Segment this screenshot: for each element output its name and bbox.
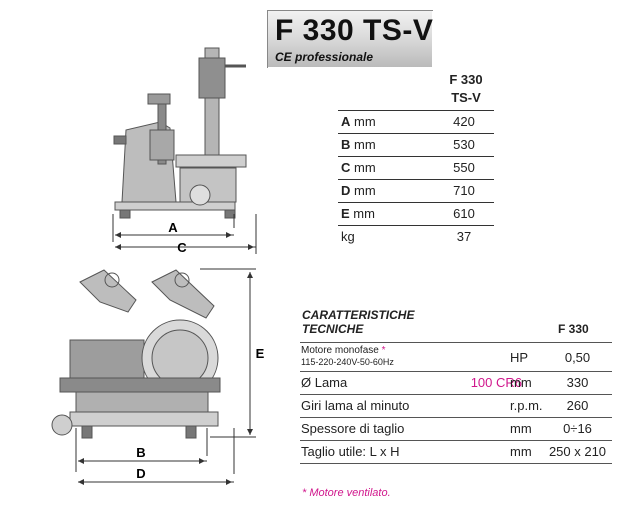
dimension-label-e: E [256, 346, 265, 361]
spec-label: Taglio utile: L x H [301, 444, 400, 459]
side-view-drawing [113, 47, 247, 219]
spec-row: Spessore di taglio mm 0÷16 [300, 417, 612, 440]
spec-value: 260 [566, 398, 589, 413]
model-title-box: F 330 TS-V CE professionale [267, 10, 433, 68]
dimension-row: B mm 530 [338, 133, 494, 156]
dimension-unit: mm [350, 160, 376, 175]
spec-unit: mm [510, 444, 532, 459]
dimension-letter: B [341, 137, 351, 152]
spec-highlight: 100 CR6 [470, 375, 522, 390]
dimension-row: A mm 420 [338, 110, 494, 133]
dimension-unit: mm [349, 206, 375, 221]
dimension-value: 530 [453, 137, 475, 152]
dimensions-header-line2: TS-V [451, 90, 481, 105]
motor-asterisk: * [381, 345, 386, 356]
dimension-row: C mm 550 [338, 156, 494, 179]
spec-row: Taglio utile: L x H mm 250 x 210 [300, 440, 612, 464]
dimension-row: E mm 610 [338, 202, 494, 225]
dimension-row: kg 37 [338, 225, 494, 248]
spec-label: Giri lama al minuto [301, 398, 410, 413]
dimension-value: 610 [453, 206, 475, 221]
dimension-label-c: C [177, 240, 187, 255]
dimension-unit: mm [350, 183, 376, 198]
specs-column-header: F 330 [558, 322, 589, 336]
dimension-label-a: A [168, 220, 178, 235]
dimension-letter: C [341, 160, 351, 175]
dimension-letter: D [341, 183, 351, 198]
dimension-label-d: D [136, 466, 145, 481]
specs-title-line2: TECNICHE [302, 322, 364, 336]
dimensions-header-line1: F 330 [449, 72, 483, 87]
spec-label: Ø Lama [301, 375, 348, 390]
spec-value: 250 x 210 [548, 444, 607, 459]
dimension-unit: mm [350, 114, 376, 129]
dimension-unit: kg [341, 229, 355, 244]
dimension-row: D mm 710 [338, 179, 494, 202]
model-title: F 330 TS-V [275, 14, 434, 47]
model-subtitle: CE professionale [275, 50, 374, 64]
motor-voltage: 115-220-240V-50-60Hz [301, 357, 394, 367]
footnote: * Motore ventilato. [302, 487, 391, 499]
spec-unit: mm [510, 375, 532, 390]
specs-title-line1: CARATTERISTICHE [302, 308, 415, 322]
dimension-letter: A [341, 114, 351, 129]
spec-unit: mm [510, 421, 532, 436]
dimension-value: 710 [453, 183, 475, 198]
spec-row-motor: Motore monofase * 115-220-240V-50-60Hz H… [300, 342, 612, 371]
spec-value: 0÷16 [563, 421, 592, 436]
spec-row: Ø Lama 100 CR6 mm 330 [300, 371, 612, 394]
technical-drawings: A C B D E [51, 47, 265, 485]
dimension-value: 550 [453, 160, 475, 175]
dimension-value: 37 [456, 229, 472, 244]
spec-value: 0,50 [564, 350, 591, 365]
dimension-value: 420 [453, 114, 475, 129]
dimension-letter: E [341, 206, 350, 221]
spec-row: Giri lama al minuto r.p.m. 260 [300, 394, 612, 417]
motor-label: Motore monofase * [301, 345, 386, 356]
spec-unit: HP [510, 350, 529, 365]
front-view-drawing [51, 269, 221, 439]
spec-value: 330 [566, 375, 589, 390]
dimension-label-b: B [136, 445, 145, 460]
spec-label: Spessore di taglio [301, 421, 405, 436]
dimension-unit: mm [350, 137, 376, 152]
spec-unit: r.p.m. [510, 398, 543, 413]
